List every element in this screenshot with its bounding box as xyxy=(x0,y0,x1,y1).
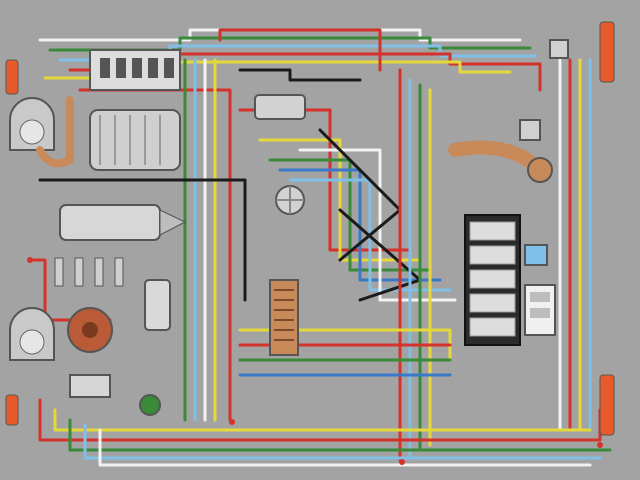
relay-blocks xyxy=(524,284,556,336)
fuse-box xyxy=(89,49,181,91)
right-headlamp xyxy=(9,307,55,361)
ignition-coil xyxy=(144,279,171,331)
steering-column xyxy=(448,140,553,183)
instrument-cluster xyxy=(464,214,521,346)
distributor xyxy=(67,307,113,353)
voltage-regulator xyxy=(69,374,111,398)
wire-yellow-lower-mid xyxy=(238,328,452,362)
wiper-motor xyxy=(254,94,306,120)
wire-red-top-inner xyxy=(218,28,382,72)
rear-left-lamp xyxy=(599,21,615,83)
wire-yellow-bottom xyxy=(53,408,592,432)
flasher-unit xyxy=(549,39,569,59)
front-right-indicator xyxy=(5,394,19,426)
wire-green-bottom xyxy=(68,418,612,452)
ground-terminals xyxy=(27,257,603,465)
wire-black-top xyxy=(238,68,362,82)
brake-light-switch xyxy=(519,119,541,141)
left-headlamp xyxy=(9,97,55,151)
starter-motor xyxy=(59,204,187,241)
battery-cable xyxy=(36,96,74,168)
rear-right-lamp xyxy=(599,374,615,436)
wire-green-center xyxy=(268,158,432,272)
wire-white-bottom xyxy=(98,428,592,467)
heater-fan xyxy=(275,185,305,215)
spark-plugs xyxy=(54,257,124,287)
connector-block xyxy=(269,279,299,356)
horn xyxy=(139,394,161,416)
front-left-indicator xyxy=(5,59,19,95)
fuel-sender xyxy=(524,244,548,266)
generator xyxy=(89,109,181,171)
wire-black-left xyxy=(38,178,247,302)
wire-lightblue-bottom xyxy=(83,423,602,460)
